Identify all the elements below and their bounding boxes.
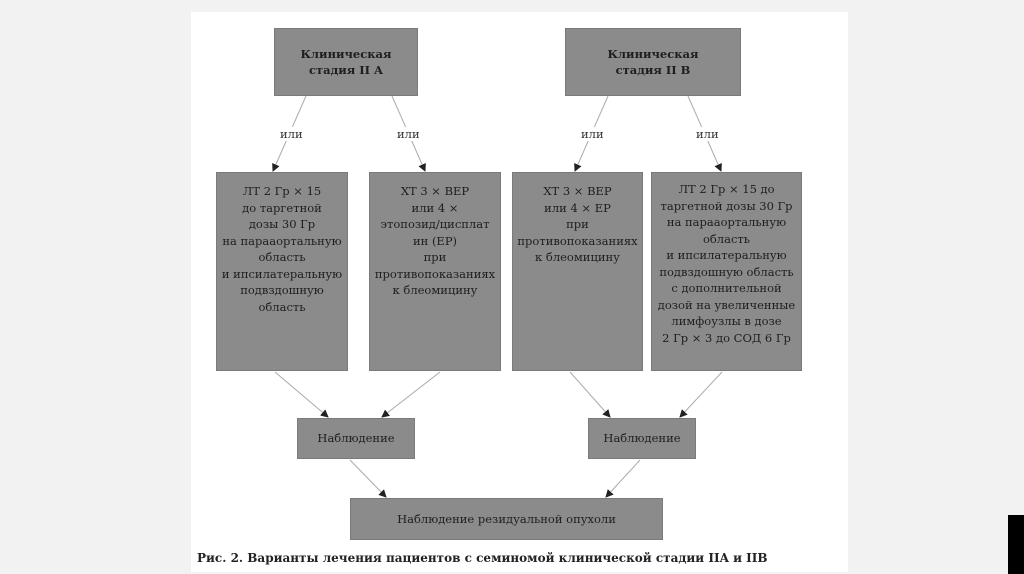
box-text: с дополнительной xyxy=(671,281,782,295)
observation-b-box: Наблюдение xyxy=(588,418,696,459)
box-text: область xyxy=(258,250,306,264)
option-b1-chemotherapy-box: ХТ 3 × BEP или 4 × EP при противопоказан… xyxy=(512,172,643,371)
stage-iia-box: Клиническая стадия II A xyxy=(274,28,418,96)
box-text: 2 Гр × 3 до СОД 6 Гр xyxy=(662,330,791,345)
option-b2-radiotherapy-box: ЛТ 2 Гр × 15 до таргетной дозы 30 Гр на … xyxy=(651,172,802,371)
or-label: или xyxy=(694,127,721,141)
box-text: к блеомицину xyxy=(392,283,478,297)
box-text: область xyxy=(258,299,306,314)
arrow-a2-to-obs1 xyxy=(381,371,441,418)
box-text: или 4 × xyxy=(411,200,459,215)
box-text: дозы 30 Гр xyxy=(248,217,316,231)
box-text: ЛТ 2 Гр × 15 до xyxy=(678,182,775,196)
box-text: при xyxy=(423,250,447,264)
box-text: на парааортальную xyxy=(666,215,787,229)
box-text: Наблюдение резидуальной опухоли xyxy=(397,511,616,526)
box-text: или 4 × EP xyxy=(544,200,611,215)
box-text: область xyxy=(702,231,751,246)
box-text: Клиническая xyxy=(300,46,392,61)
arrow-obs2-to-residual xyxy=(605,459,641,498)
box-text: этопозид/цисплат xyxy=(380,217,490,231)
box-text: противопоказаниях xyxy=(374,266,496,281)
box-text: ин (EP) xyxy=(412,233,458,248)
box-text: таргетной дозы 30 Гр xyxy=(660,198,793,213)
box-text: и ипсилатеральную xyxy=(666,248,787,262)
figure-caption: Рис. 2. Варианты лечения пациентов с сем… xyxy=(197,551,768,565)
stage-iib-box: Клиническая стадия II B xyxy=(565,28,741,96)
arrow-b2-to-obs2 xyxy=(679,371,723,418)
box-text: подвздошную область xyxy=(659,264,794,279)
observation-a-box: Наблюдение xyxy=(297,418,415,459)
box-text: ЛТ 2 Гр × 15 xyxy=(242,184,322,198)
box-text: стадия II A xyxy=(309,63,383,77)
box-text: противопоказаниях xyxy=(517,233,638,248)
box-text: ХТ 3 × BEP xyxy=(400,184,470,198)
box-text: Наблюдение xyxy=(317,431,395,446)
box-text: стадия II B xyxy=(615,63,691,77)
box-text: при xyxy=(566,217,589,231)
box-text: подвздошную xyxy=(240,283,324,297)
arrow-obs1-to-residual xyxy=(349,459,387,498)
or-label: или xyxy=(395,127,422,141)
box-text: ХТ 3 × BEP xyxy=(543,184,612,198)
option-a2-chemotherapy-box: ХТ 3 × BEP или 4 × этопозид/цисплат ин (… xyxy=(369,172,501,371)
box-text: на парааортальную xyxy=(222,233,342,248)
or-label: или xyxy=(278,127,305,141)
box-text: до таргетной xyxy=(242,200,322,215)
box-text: лимфоузлы в дозе xyxy=(671,314,782,328)
box-text: к блеомицину xyxy=(535,250,620,264)
residual-tumor-observation-box: Наблюдение резидуальной опухоли xyxy=(350,498,663,540)
arrow-a1-to-obs1 xyxy=(274,371,329,418)
or-label: или xyxy=(579,127,606,141)
option-a1-radiotherapy-box: ЛТ 2 Гр × 15 до таргетной дозы 30 Гр на … xyxy=(216,172,348,371)
black-corner-bar xyxy=(1008,515,1024,574)
box-text: Наблюдение xyxy=(603,431,681,446)
box-text: и ипсилатеральную xyxy=(221,266,343,281)
box-text: дозой на увеличенные xyxy=(657,297,796,312)
arrow-b1-to-obs2 xyxy=(569,371,611,418)
box-text: Клиническая xyxy=(607,46,699,61)
